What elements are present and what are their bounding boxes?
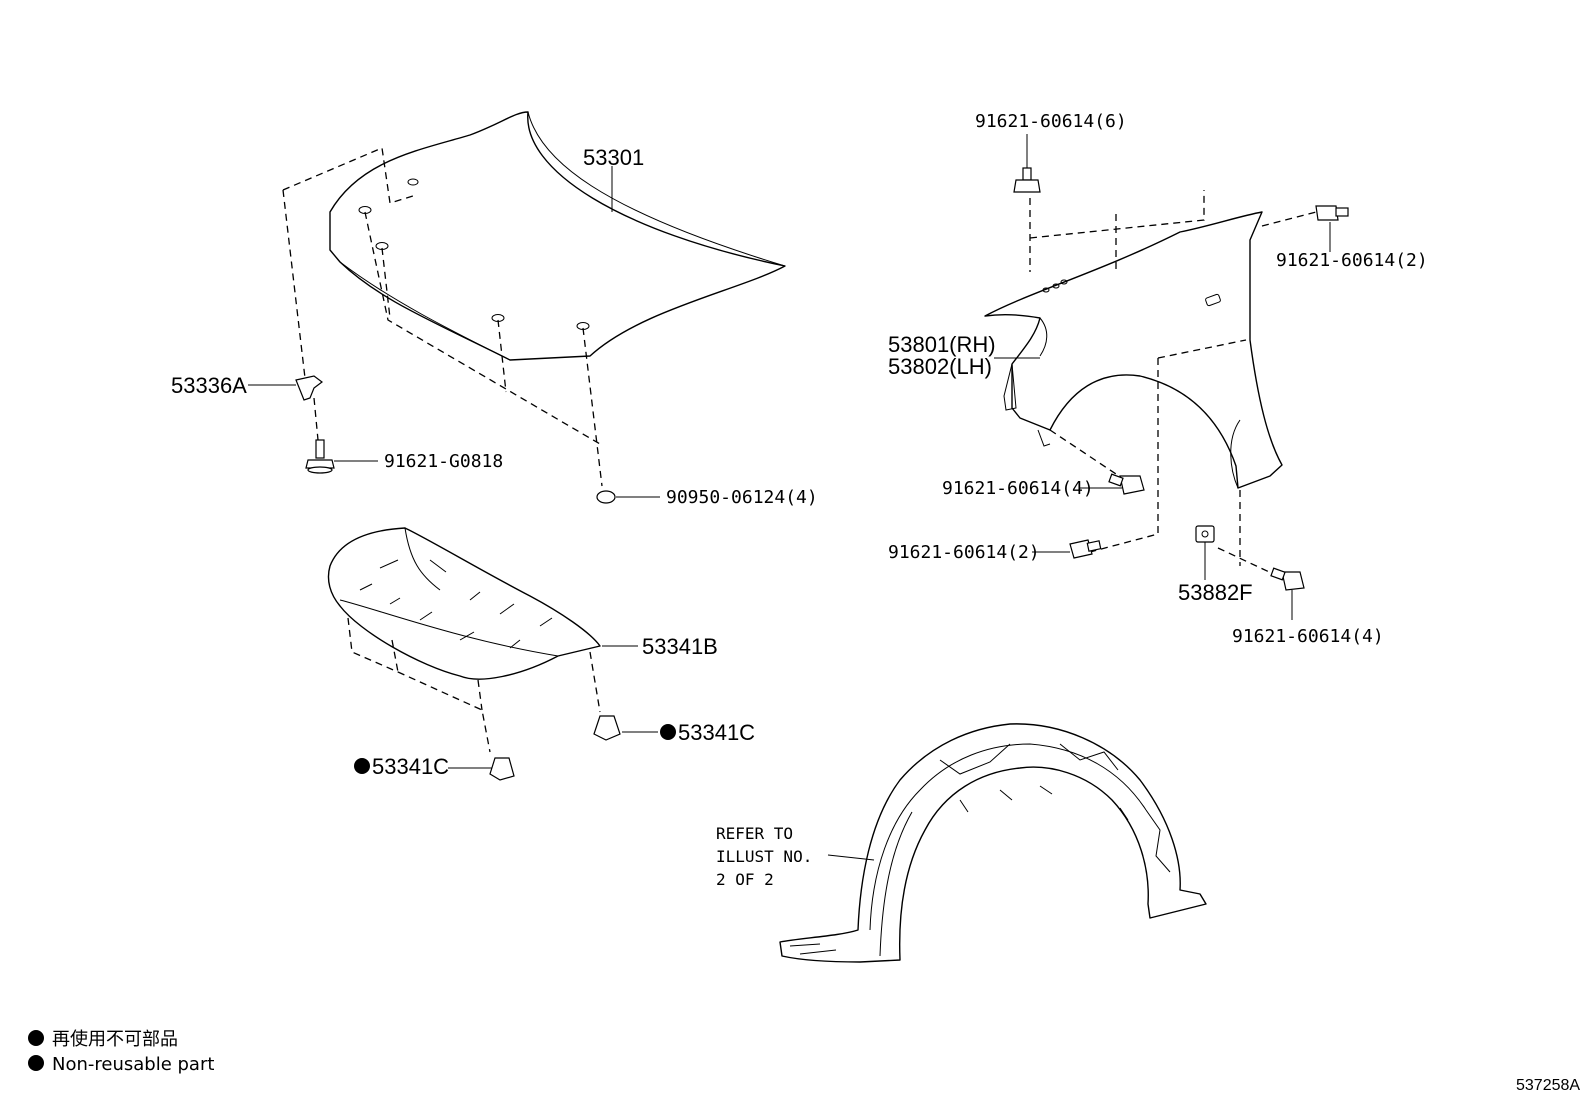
bolt-mid-icon: [1108, 473, 1145, 495]
legend: 再使用不可部品 Non-reusable part: [28, 1029, 214, 1075]
label-bolt-low: 91621-60614(2): [888, 542, 1040, 563]
refer-line-3: 2 OF 2: [716, 870, 774, 889]
leader-refer: [827, 854, 875, 861]
bracket-icon: [1195, 525, 1215, 543]
label-fender-lh: 53802(LH): [888, 354, 992, 379]
refer-line-2: ILLUST NO.: [716, 847, 812, 866]
label-clip-right: 53341C: [678, 720, 755, 745]
figure-id: 537258A: [1516, 1077, 1580, 1094]
bolt-top-icon: [1013, 167, 1041, 193]
label-hood: 53301: [583, 145, 644, 170]
label-insulator: 53341B: [642, 634, 718, 659]
hood-insulator: [327, 527, 601, 680]
refer-line-1: REFER TO: [716, 824, 793, 843]
non-reusable-marker-left: [354, 758, 370, 774]
bolt-right-low-icon: [1270, 567, 1305, 591]
label-hood-support: 53336A: [171, 373, 247, 398]
label-bolt-top: 91621-60614(6): [975, 111, 1127, 132]
clip-left-icon: [489, 757, 515, 781]
legend-marker-en: [28, 1055, 44, 1071]
bolt-right-top-icon: [1315, 205, 1349, 221]
non-reusable-marker-right: [660, 724, 676, 740]
label-bolt-mid: 91621-60614(4): [942, 478, 1094, 499]
label-hood-support-bolt: 91621-G0818: [384, 451, 503, 472]
insulator-dashed-lines: [347, 617, 601, 753]
hood-plug-icon: [596, 490, 616, 504]
hood-support-clip: [295, 375, 323, 401]
hood-panel: [329, 111, 786, 361]
clip-right-icon: [593, 715, 621, 741]
legend-english: Non-reusable part: [52, 1054, 214, 1075]
label-clip-left: 53341C: [372, 754, 449, 779]
hood-support-bolt-icon: [305, 439, 335, 474]
legend-japanese: 再使用不可部品: [52, 1029, 178, 1050]
label-bracket: 53882F: [1178, 580, 1253, 605]
legend-marker-jp: [28, 1030, 44, 1046]
bolt-low-icon: [1069, 539, 1102, 559]
label-bolt-right-top: 91621-60614(2): [1276, 250, 1428, 271]
label-bolt-right-low: 91621-60614(4): [1232, 626, 1384, 647]
fender-dashed-lines: [1029, 190, 1317, 579]
label-hood-plug: 90950-06124(4): [666, 487, 818, 508]
fender-liner: [779, 723, 1207, 963]
front-fender: [984, 211, 1283, 489]
hood-dashed-lines: [282, 147, 603, 487]
label-fender-rh: 53801(RH): [888, 332, 996, 357]
